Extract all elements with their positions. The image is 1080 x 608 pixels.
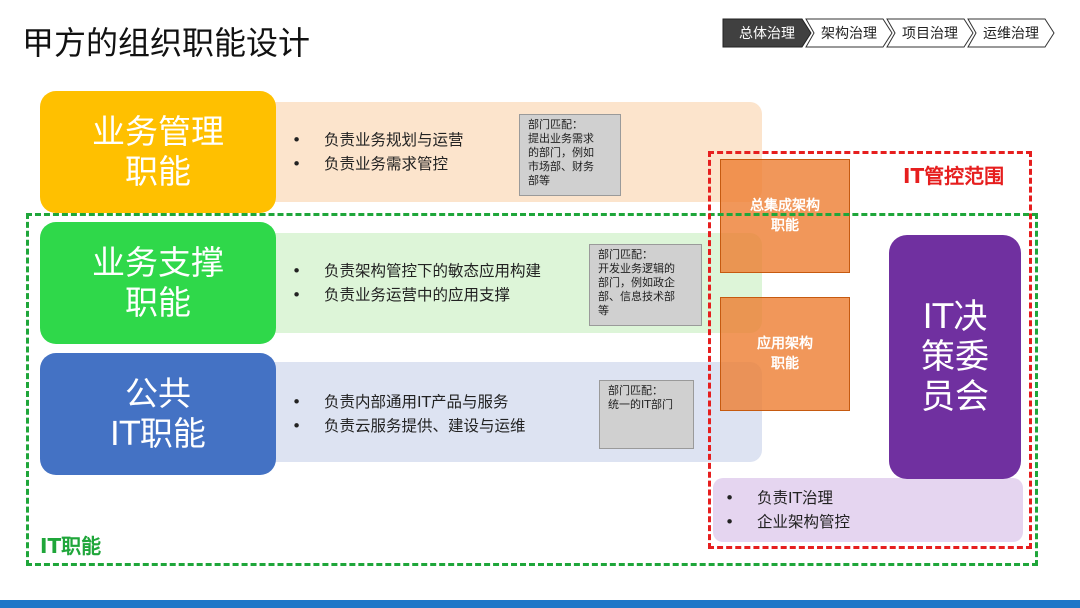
nav-chevron-shape: [967, 18, 1055, 48]
nav-step-project[interactable]: 项目治理: [886, 18, 974, 48]
nav-step-label: 项目治理: [902, 26, 958, 42]
it-function-scope-label: IT职能: [40, 534, 102, 558]
page-title: 甲方的组织职能设计: [22, 24, 311, 62]
committee-line: 员会: [921, 377, 989, 417]
box-title-line: 业务支撑: [92, 243, 224, 282]
bullet-item: 负责云服务提供、建设与运维: [290, 414, 526, 438]
box-title-line: 公共: [125, 374, 191, 413]
footer-bar: [0, 600, 1080, 608]
nav-chevron-shape: [722, 18, 812, 48]
arch-line: 职能: [771, 218, 799, 234]
governance-bullets: 负责IT治理 企业架构管控: [723, 486, 850, 534]
department-note: 部门匹配： 开发业务逻辑的 部门，例如政企 部、信息技术部 等: [589, 244, 702, 326]
committee-line: 策委: [921, 337, 989, 377]
bullet-item: 负责内部通用IT产品与服务: [290, 390, 526, 414]
business-management-bullets: 负责业务规划与运营 负责业务需求管控: [290, 128, 464, 176]
nav-step-architecture[interactable]: 架构治理: [805, 18, 893, 48]
business-management-box: 业务管理 职能: [40, 91, 276, 213]
nav-step-label: 运维治理: [983, 26, 1039, 42]
arch-line: 总集成架构: [750, 198, 820, 214]
it-function-scope-frame: [26, 213, 1038, 566]
bullet-item: 企业架构管控: [723, 510, 850, 534]
box-title-line: IT职能: [110, 414, 206, 453]
nav-chevron-shape: [805, 18, 893, 48]
bullet-item: 负责IT治理: [723, 486, 850, 510]
nav-step-operations[interactable]: 运维治理: [967, 18, 1055, 48]
department-note: 部门匹配： 提出业务需求 的部门，例如 市场部、财务 部等: [519, 114, 621, 196]
nav-chevron-shape: [886, 18, 974, 48]
business-support-box: 业务支撑 职能: [40, 222, 276, 344]
business-support-bullets: 负责架构管控下的敏态应用构建 负责业务运营中的应用支撑: [290, 259, 541, 307]
bullet-item: 负责业务需求管控: [290, 152, 464, 176]
bullet-item: 负责业务运营中的应用支撑: [290, 283, 541, 307]
public-it-box: 公共 IT职能: [40, 353, 276, 475]
integration-architecture-box: 总集成架构 职能: [720, 159, 850, 273]
arch-line: 职能: [771, 356, 799, 372]
bullet-item: 负责业务规划与运营: [290, 128, 464, 152]
nav-step-label: 总体治理: [739, 26, 795, 42]
box-title-line: 职能: [125, 152, 191, 191]
nav-step-label: 架构治理: [821, 26, 877, 42]
nav-step-overall[interactable]: 总体治理: [722, 18, 812, 48]
committee-line: IT决: [922, 297, 988, 337]
bullet-item: 负责架构管控下的敏态应用构建: [290, 259, 541, 283]
it-control-scope-label: IT管控范围: [903, 164, 1005, 188]
department-note: 部门匹配： 统一的IT部门: [599, 380, 694, 449]
box-title-line: 业务管理: [92, 112, 224, 151]
public-it-bullets: 负责内部通用IT产品与服务 负责云服务提供、建设与运维: [290, 390, 526, 438]
it-control-scope-frame: [708, 151, 1032, 549]
box-title-line: 职能: [125, 283, 191, 322]
application-architecture-box: 应用架构 职能: [720, 297, 850, 411]
arch-line: 应用架构: [757, 336, 813, 352]
it-committee-box: IT决 策委 员会: [889, 235, 1021, 479]
